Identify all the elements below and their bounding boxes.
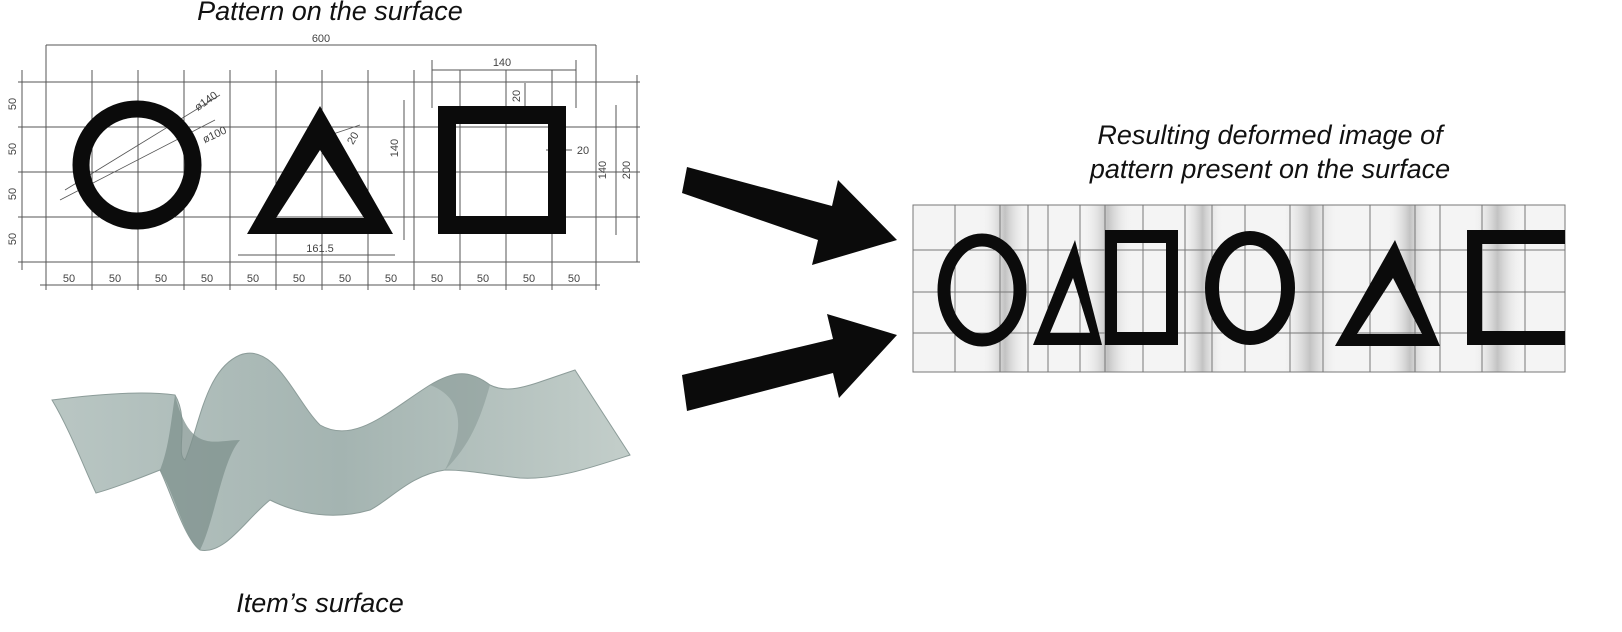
dim-left-2: 50 [7,143,19,155]
result-title-line1: Resulting deformed image of [1097,120,1443,150]
dim-bottom-6: 50 [293,273,305,285]
deformed-square-2 [1467,230,1565,345]
circle-shape [72,100,202,230]
result-title: Resulting deformed image of pattern pres… [1050,118,1490,186]
dim-bottom-11: 50 [523,273,535,285]
deformed-triangle-2 [1335,240,1440,346]
arrow-upper [682,167,897,265]
dim-bottom-7: 50 [339,273,351,285]
dim-bottom-12: 50 [568,273,580,285]
dim-circle-inner: ø100 [201,125,229,146]
dim-triangle-border: 20 [345,130,362,147]
dim-square-border-top: 20 [511,90,523,102]
dim-overall-height: 200 [621,161,633,179]
deformed-strip [912,204,1566,373]
dim-bottom-4: 50 [201,273,213,285]
arrow-lower [682,314,897,411]
dim-square-height: 140 [597,161,609,179]
deformed-circle-2 [1205,231,1295,345]
pattern-drawing: 600 140 20 20 140 200 140 20 161.5 ø140 … [7,33,640,290]
dim-square-side: 140 [493,57,511,69]
dim-triangle-base: 161.5 [306,243,334,255]
dim-total-width: 600 [312,33,330,45]
dim-bottom-3: 50 [155,273,167,285]
square-shape [438,106,566,234]
dim-bottom-2: 50 [109,273,121,285]
dim-left-4: 50 [7,233,19,245]
dim-circle-outer: ø140 [193,89,220,113]
dim-bottom-10: 50 [477,273,489,285]
dim-bottom-5: 50 [247,273,259,285]
left-dimensions: 50 50 50 50 [7,98,19,245]
surface-title: Item’s surface [236,588,404,618]
dim-left-1: 50 [7,98,19,110]
triangle-shape [247,106,393,234]
dim-square-border-right: 20 [577,145,589,157]
dim-bottom-1: 50 [63,273,75,285]
deformed-triangle-1 [1033,240,1102,345]
item-surface [51,352,631,551]
deformed-circle-1 [937,233,1027,347]
dim-triangle-height: 140 [389,139,401,157]
pattern-title: Pattern on the surface [197,0,463,26]
deformed-square-1 [1105,230,1178,345]
dim-left-3: 50 [7,188,19,200]
dim-bottom-9: 50 [431,273,443,285]
result-title-line2: pattern present on the surface [1089,154,1451,184]
bottom-dimensions: 50 50 50 50 50 50 50 50 50 50 50 50 [63,273,580,285]
dim-bottom-8: 50 [385,273,397,285]
